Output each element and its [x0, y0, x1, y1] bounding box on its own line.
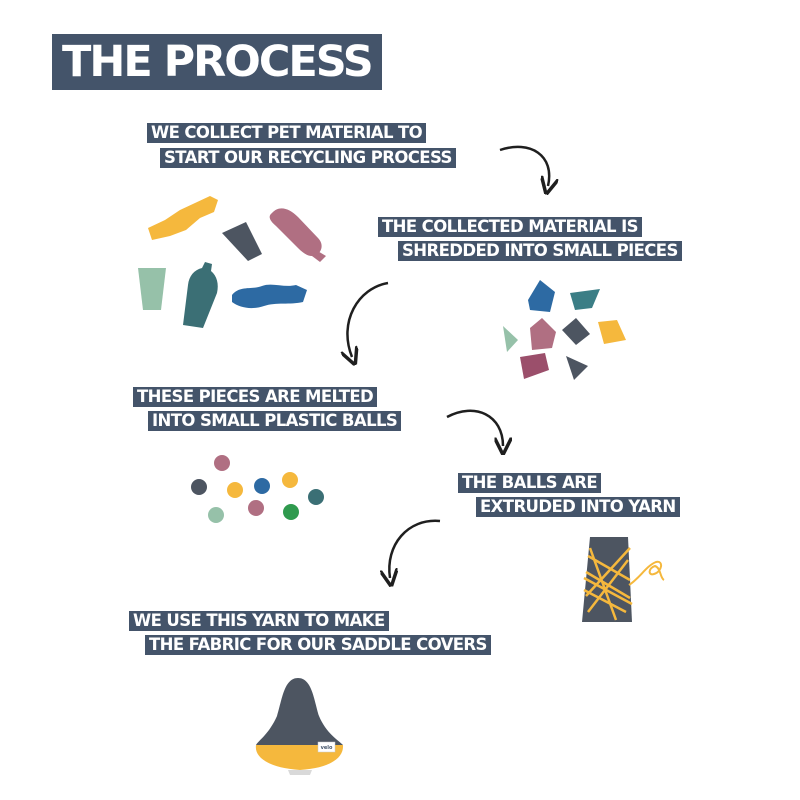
ball-mauve-2: [248, 500, 264, 516]
arrow-1: [499, 145, 549, 186]
piece-slate: [562, 318, 590, 345]
title-banner: THE PROCESS: [52, 34, 382, 90]
step-3-line-1: THESE PIECES ARE MELTED: [133, 387, 378, 407]
step-1-line-2: START OUR RECYCLING PROCESS: [160, 148, 456, 168]
bottle-cap: [312, 250, 326, 262]
cup-icon: [222, 222, 262, 261]
sage-cup: [138, 268, 166, 310]
arrow-4: [389, 519, 441, 578]
piece-mauve-2: [520, 353, 549, 379]
plastic-balls-illustration: [191, 455, 324, 523]
saddle-illustration: velo: [255, 678, 344, 775]
step-5-line-1: WE USE THIS YARN TO MAKE: [129, 611, 389, 631]
ball-teal: [308, 489, 324, 505]
piece-sage: [503, 326, 518, 352]
saddle-tag: [317, 741, 336, 753]
ball-sage: [208, 507, 224, 523]
saddle-top: [256, 678, 343, 745]
pink-bottle: [269, 208, 322, 257]
piece-mauve: [530, 318, 556, 350]
yarn-wraps: [583, 547, 633, 621]
step-4-line-2: EXTRUDED INTO YARN: [476, 497, 680, 517]
page-title: THE PROCESS: [62, 36, 374, 87]
crushed-yellow-bottle: [148, 196, 218, 240]
saddle-rail: [288, 770, 312, 775]
ball-yellow: [227, 482, 243, 498]
arrow-2: [347, 281, 389, 357]
ball-slate: [191, 479, 207, 495]
step-1-line-1: WE COLLECT PET MATERIAL TO: [147, 123, 427, 143]
step-2-line-2: SHREDDED INTO SMALL PIECES: [398, 241, 682, 261]
ball-blue: [254, 478, 270, 494]
shredded-pieces-illustration: [503, 280, 626, 380]
pet-material-illustration: [138, 196, 326, 328]
arrow-3: [446, 409, 503, 446]
step-3-line-2: INTO SMALL PLASTIC BALLS: [148, 411, 402, 431]
step-4-line-1: THE BALLS ARE: [458, 473, 602, 493]
yarn-loose-end: [628, 560, 665, 586]
piece-slate-2: [566, 356, 588, 380]
ball-mauve: [214, 455, 230, 471]
piece-blue: [528, 280, 555, 312]
crushed-blue-bottle: [232, 284, 307, 309]
piece-yellow: [598, 320, 626, 344]
yarn-spool-illustration: [582, 537, 665, 622]
saddle-tag-text: velo: [321, 745, 333, 751]
step-2-line-1: THE COLLECTED MATERIAL IS: [378, 217, 642, 237]
ball-yellow-2: [282, 472, 298, 488]
step-5-line-2: THE FABRIC FOR OUR SADDLE COVERS: [145, 635, 491, 655]
piece-teal: [570, 289, 600, 310]
teal-bottle: [183, 262, 218, 328]
ball-green: [283, 504, 299, 520]
